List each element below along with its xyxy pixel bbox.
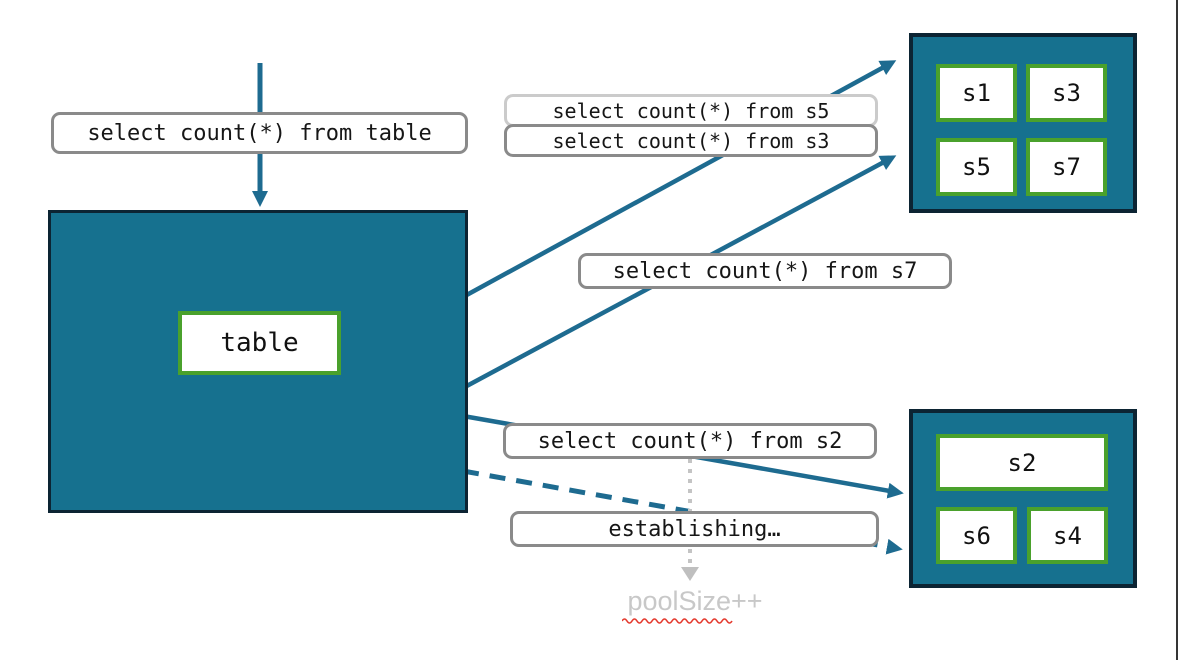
slide-edge-line	[1176, 0, 1178, 660]
label-query-s5-text: select count(*) from s5	[552, 98, 830, 123]
shard-node-s4-text: s4	[1053, 521, 1082, 550]
shard-node-s6-text: s6	[962, 521, 991, 550]
label-query-s7-text: select count(*) from s7	[612, 258, 918, 284]
shard-node-s3: s3	[1026, 64, 1107, 122]
shard-node-s2: s2	[936, 434, 1108, 491]
label-query-s2: select count(*) from s2	[503, 423, 877, 459]
shard-node-s4: s4	[1027, 507, 1108, 564]
label-query-s5: select count(*) from s5	[504, 94, 878, 127]
poolsize-annotation-text: poolSize++	[627, 586, 763, 616]
spellcheck-squiggle	[622, 618, 733, 624]
label-query-s7: select count(*) from s7	[578, 253, 952, 289]
shard-node-s7: s7	[1026, 138, 1107, 196]
main-table-box: table	[48, 210, 468, 513]
shard-node-s3-text: s3	[1052, 79, 1081, 107]
shard-node-s7-text: s7	[1052, 153, 1081, 181]
label-establishing: establishing…	[510, 511, 879, 547]
label-query-s3-text: select count(*) from s3	[552, 128, 830, 153]
label-query-table: select count(*) from table	[51, 112, 468, 154]
shard-node-s2-text: s2	[1007, 448, 1037, 477]
shard-node-s1-text: s1	[962, 79, 991, 107]
poolsize-annotation: poolSize++	[600, 586, 790, 617]
label-query-s3: select count(*) from s3	[504, 124, 878, 157]
main-table-node-text: table	[220, 328, 299, 358]
label-establishing-text: establishing…	[608, 516, 781, 542]
label-query-s2-text: select count(*) from s2	[537, 428, 843, 454]
top-shard-pool: s1 s3 s5 s7	[909, 33, 1137, 213]
main-table-node: table	[178, 311, 341, 375]
label-query-table-text: select count(*) from table	[87, 120, 432, 146]
shard-node-s5-text: s5	[962, 153, 991, 181]
shard-node-s5: s5	[936, 138, 1017, 196]
shard-node-s1: s1	[936, 64, 1017, 122]
shard-node-s6: s6	[936, 507, 1017, 564]
bottom-shard-pool: s2 s6 s4	[909, 409, 1137, 588]
